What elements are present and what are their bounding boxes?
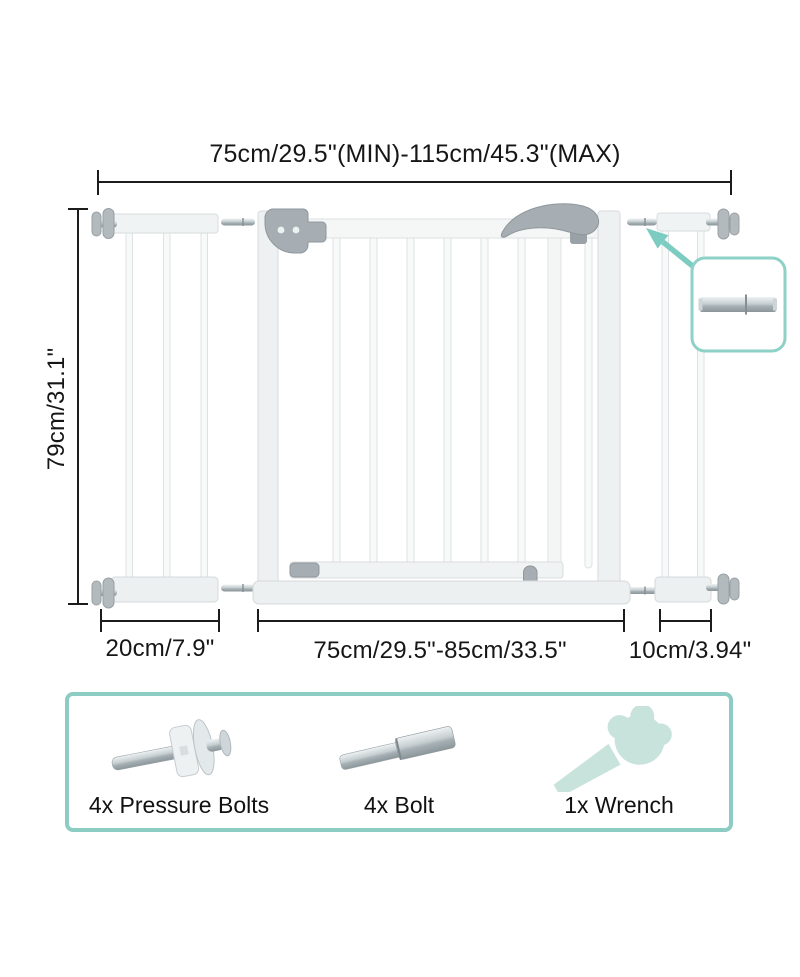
bolt-connector-icon bbox=[221, 584, 255, 592]
hinge-icon bbox=[264, 208, 327, 254]
accessory-item-wrench: 1x Wrench bbox=[509, 696, 729, 828]
bolt-connector-icon bbox=[221, 218, 255, 226]
left-height-dimension-text: 79cm/31.1" bbox=[43, 347, 70, 471]
accessory-item-bolt: 4x Bolt bbox=[289, 696, 509, 828]
pressure-bolt-knob-icon bbox=[91, 208, 117, 239]
pressure-bolts-icon bbox=[101, 706, 257, 792]
left-height-dimension-label: 79cm/31.1" bbox=[42, 280, 72, 538]
pressure-bolt-knob-icon bbox=[706, 208, 740, 240]
latch-handle-icon bbox=[500, 203, 599, 244]
bolt-detail-callout-icon bbox=[690, 256, 787, 353]
callout-arrow-icon bbox=[646, 228, 697, 271]
bottom-center-width-dimension-label: 75cm/29.5"-85cm/33.5" bbox=[313, 637, 567, 664]
main-gate bbox=[252, 203, 631, 605]
bottom-left-dimension-line bbox=[100, 609, 220, 632]
accessory-label: 4x Pressure Bolts bbox=[88, 792, 270, 818]
bottom-right-width-dimension-label: 10cm/3.94" bbox=[628, 637, 752, 664]
bottom-right-dimension-line bbox=[659, 609, 712, 632]
accessory-item-pressure-bolts: 4x Pressure Bolts bbox=[69, 696, 289, 828]
gate-diagram bbox=[68, 170, 787, 632]
accessories-box: 4x Pressure Bolts 4x Bolt bbox=[65, 692, 733, 832]
left-extension-panel bbox=[91, 208, 219, 609]
left-dimension-line bbox=[68, 208, 88, 605]
accessory-label: 1x Wrench bbox=[564, 792, 674, 818]
wrench-icon bbox=[541, 706, 697, 792]
bottom-left-width-dimension-label: 20cm/7.9" bbox=[105, 635, 215, 662]
top-width-dimension-label: 75cm/29.5"(MIN)-115cm/45.3"(MAX) bbox=[209, 140, 621, 168]
pressure-bolt-knob-icon bbox=[706, 573, 740, 605]
pressure-bolt-knob-icon bbox=[91, 577, 117, 609]
top-dimension-line bbox=[97, 170, 732, 195]
accessory-label: 4x Bolt bbox=[363, 792, 435, 818]
bolt-connector-icon bbox=[627, 586, 657, 595]
bottom-center-dimension-line bbox=[257, 609, 625, 632]
bolt-connector-icon bbox=[627, 218, 657, 226]
bolt-icon bbox=[329, 706, 469, 792]
